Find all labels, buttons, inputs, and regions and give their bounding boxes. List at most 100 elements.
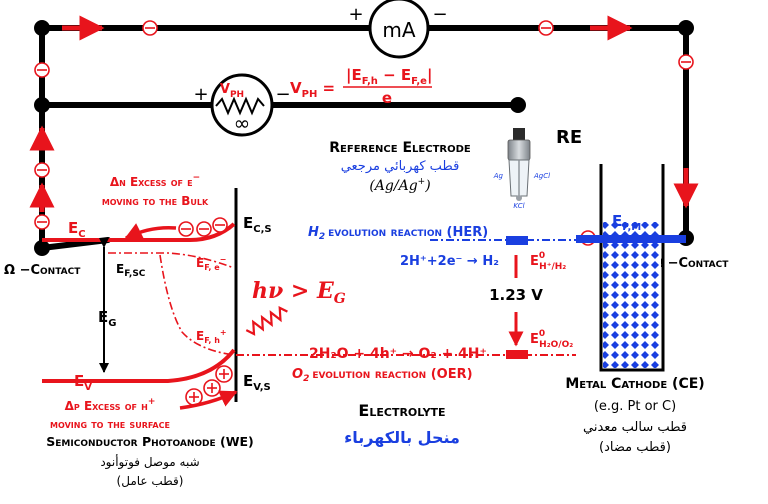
- circuit-nodes: [34, 20, 694, 256]
- wire-electrons: [34, 20, 694, 246]
- re-ag-label: Ag: [493, 172, 504, 180]
- reference-electrode: Reference Electrode قطب كهربائي مرجعي (A…: [329, 127, 582, 210]
- hole-icon: [203, 379, 221, 397]
- photon: hν > EG: [245, 278, 346, 336]
- electron-icon: [34, 214, 50, 230]
- voltmeter-infinity: ∞: [234, 111, 251, 135]
- oer-marker: [506, 350, 528, 359]
- current-arrows: [29, 15, 699, 212]
- band-electrons: [178, 217, 228, 237]
- voltmeter: VPH ∞ + −: [193, 73, 291, 137]
- cathode-cell: EF,M: [576, 164, 686, 372]
- re-agcl-label: AgCl: [533, 172, 550, 180]
- re-kcl-label: KCl: [513, 202, 524, 210]
- vph-numerator: |EF,h − EF,e|: [346, 66, 432, 87]
- ammeter: mA + −: [348, 0, 448, 59]
- voltmeter-plus: +: [193, 84, 208, 105]
- vph-lhs: VPH =: [290, 79, 335, 100]
- photoanode-role: (قطب عامل): [117, 474, 184, 488]
- photoanode-labels: Semiconductor Photoanode (WE) شبه موصل ف…: [46, 434, 253, 488]
- valence-band: [42, 348, 236, 383]
- electrolyte-arabic: منحل بالكهرباء: [344, 428, 460, 447]
- electron-icon: [538, 20, 554, 36]
- electron-icon: [196, 221, 212, 237]
- re-arabic: قطب كهربائي مرجعي: [341, 159, 460, 174]
- node-top-right: [678, 20, 694, 36]
- evs-label: EV,S: [243, 372, 271, 393]
- electron-icon: [34, 62, 50, 78]
- photon-wave-icon: [245, 306, 288, 336]
- photon-energy-label: hν > EG: [252, 278, 346, 307]
- p-excess-line2: moving to the surface: [50, 417, 170, 431]
- voltmeter-label: VPH: [220, 82, 244, 100]
- electron-motion-arrow: [124, 223, 177, 240]
- electrolyte-fill: [603, 222, 661, 368]
- ammeter-minus: −: [432, 4, 447, 25]
- efm-label: EF,M: [612, 212, 641, 233]
- eg-label: EG: [98, 308, 116, 329]
- circuit-wires: [39, 25, 689, 251]
- ev-label: EV: [74, 372, 92, 393]
- hole-icon: [185, 388, 203, 406]
- right-contact-label: Ω −Contact: [652, 256, 729, 271]
- electrolyte-title: Electrolyte: [358, 401, 445, 420]
- re-title: Reference Electrode: [329, 140, 471, 156]
- band-diagram: EC EV EF,SC EG EF, e− EF, h+ EC,S EV,S: [42, 188, 272, 410]
- band-holes: [185, 365, 233, 406]
- node-re: [510, 97, 526, 113]
- oer-equation: 2H₂O + 4h⁺ → O₂ + 4H⁺: [309, 346, 487, 362]
- electron-icon: [678, 54, 694, 70]
- cathode-arabic: قطب سالب معدني: [583, 420, 687, 435]
- electron-icon: [34, 162, 50, 178]
- conduction-band: [42, 222, 236, 242]
- efe-label: EF, e−: [196, 255, 226, 272]
- hole-motion-arrow: [179, 390, 238, 410]
- excess-labels: Δn Excess of e− moving to the Bulk Δp Ex…: [50, 173, 209, 431]
- cathode-name: Metal Cathode (CE): [565, 376, 704, 392]
- vph-formula: VPH = |EF,h − EF,e| e: [290, 66, 432, 107]
- beaker-icon: [599, 164, 665, 372]
- re-formula: (Ag/Ag+): [369, 177, 430, 194]
- voltage-label: 1.23 V: [489, 286, 543, 304]
- ecs-label: EC,S: [243, 214, 272, 235]
- ammeter-plus: +: [348, 4, 363, 25]
- n-excess-line1: Δn Excess of e−: [110, 173, 200, 189]
- voltmeter-minus: −: [275, 84, 290, 105]
- photoanode-name: Semiconductor Photoanode (WE): [46, 434, 253, 449]
- electron-icon: [212, 217, 228, 233]
- efsc-label: EF,SC: [116, 262, 146, 279]
- her-marker: [506, 236, 528, 245]
- cathode-example: (e.g. Pt or C): [594, 399, 676, 414]
- her-equation: 2H⁺+2e⁻ → H₂: [400, 254, 499, 269]
- re-tag: RE: [556, 127, 582, 148]
- vph-denominator: e: [382, 89, 392, 107]
- cathode-labels: Metal Cathode (CE) (e.g. Pt or C) قطب سا…: [565, 376, 704, 455]
- photoanode-arabic: شبه موصل فوتوأنود: [100, 454, 199, 470]
- left-contact-label: Ω −Contact: [4, 263, 81, 278]
- cathode-role: (قطب مضاد): [599, 440, 671, 455]
- metal-electrode: [576, 235, 686, 243]
- efh-label: EF, h+: [196, 328, 227, 345]
- quasi-fermi-holes: [159, 254, 235, 356]
- reference-probe-icon: Ag AgCl KCl: [493, 128, 550, 210]
- node-left-contact: [34, 240, 50, 256]
- hole-icon: [215, 365, 233, 383]
- electron-icon: [142, 20, 158, 36]
- node-top-left: [34, 20, 50, 36]
- electrolyte-labels: Electrolyte منحل بالكهرباء: [344, 401, 460, 447]
- electron-icon: [178, 221, 194, 237]
- node-mid-left: [34, 97, 50, 113]
- quasi-fermi-electrons: [108, 252, 235, 269]
- resistor-icon: [215, 96, 265, 116]
- ec-label: EC: [68, 219, 86, 240]
- ammeter-label: mA: [382, 18, 415, 42]
- n-excess-line2: moving to the Bulk: [102, 194, 209, 208]
- p-excess-line1: Δp Excess of h+: [65, 397, 156, 413]
